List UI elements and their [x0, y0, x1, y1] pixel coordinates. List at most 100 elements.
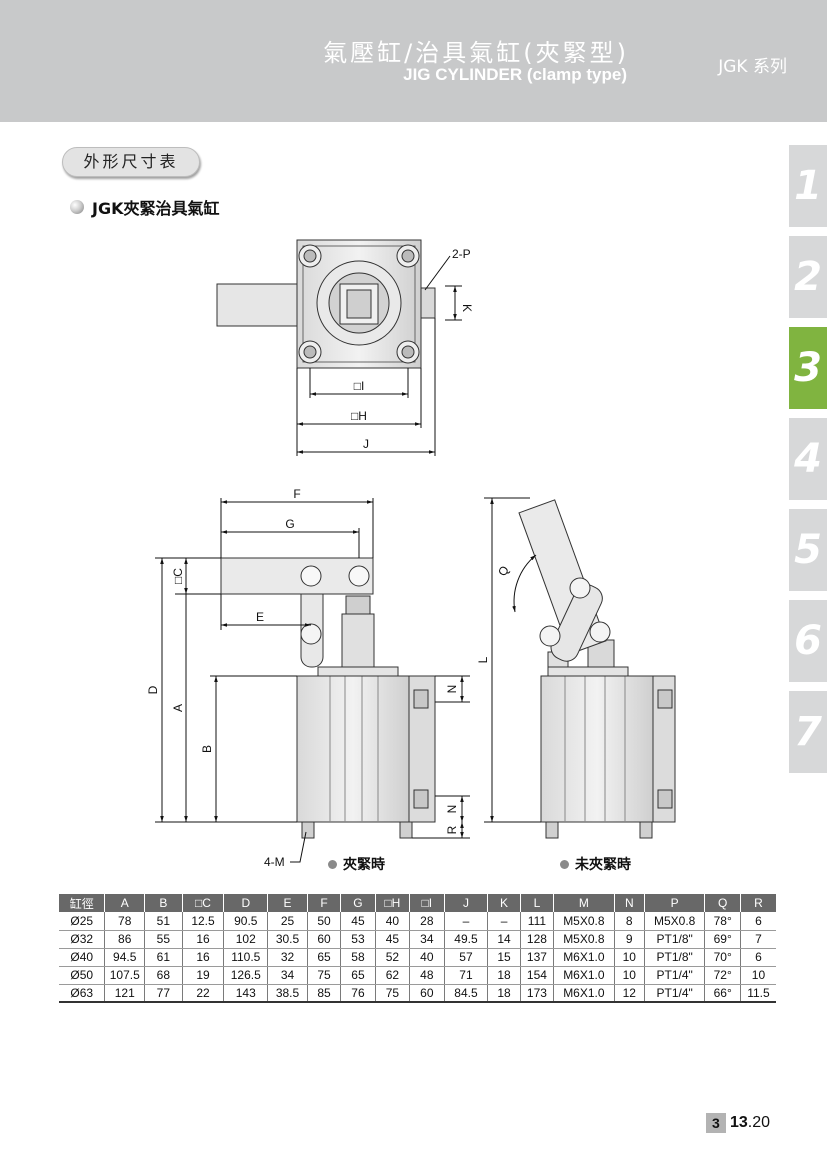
table-cell: PT1/4"	[644, 966, 706, 985]
table-cell: 61	[144, 948, 183, 967]
table-cell: 78	[104, 912, 146, 931]
col-i: □I	[409, 894, 445, 912]
table-cell: 10	[614, 966, 645, 985]
table-cell: PT1/8"	[644, 948, 706, 967]
state-clamped-label: 夾緊時	[328, 854, 385, 874]
table-cell: M5X0.8	[553, 912, 615, 931]
table-cell: Ø40	[59, 948, 106, 967]
bullet-dot-icon	[560, 859, 569, 869]
table-cell: PT1/8"	[644, 930, 706, 949]
table-cell: 40	[409, 948, 445, 967]
table-cell: 19	[182, 966, 225, 985]
chapter-tab-1[interactable]: 1	[789, 145, 827, 227]
chapter-tab-2[interactable]: 2	[789, 236, 827, 318]
table-cell: 84.5	[444, 984, 489, 1003]
chapter-tab-3[interactable]: 3	[789, 327, 827, 409]
col-d: D	[223, 894, 269, 912]
table-cell: 94.5	[104, 948, 146, 967]
label-j: J	[363, 437, 369, 451]
table-cell: 10	[614, 948, 645, 967]
table-cell: 137	[520, 948, 555, 967]
label-f: F	[293, 487, 300, 501]
page-label: 13.20	[729, 1114, 770, 1131]
table-cell: 78°	[704, 912, 741, 931]
table-cell: M6X1.0	[553, 984, 615, 1003]
table-cell: 77	[144, 984, 183, 1003]
col-a: A	[104, 894, 146, 912]
table-cell: 62	[375, 966, 411, 985]
col-l: L	[520, 894, 555, 912]
bullet-icon	[70, 200, 84, 214]
table-cell: 72°	[704, 966, 741, 985]
table-cell: 66°	[704, 984, 741, 1003]
table-cell: 86	[104, 930, 146, 949]
label-g: G	[285, 517, 294, 531]
table-cell: 6	[740, 912, 776, 931]
table-cell: 10	[740, 966, 776, 985]
state-unclamped-label: 未夾緊時	[560, 854, 631, 874]
table-cell: 69°	[704, 930, 741, 949]
table-cell: 55	[144, 930, 183, 949]
table-cell: 38.5	[267, 984, 308, 1003]
col-f: F	[307, 894, 342, 912]
chapter-tab-7[interactable]: 7	[789, 691, 827, 773]
table-cell: 111	[520, 912, 555, 931]
table-cell: 102	[223, 930, 269, 949]
col-r: R	[740, 894, 776, 912]
table-cell: PT1/4"	[644, 984, 706, 1003]
header-title-zh: 氣壓缸/治具氣缸(夾緊型)	[323, 39, 629, 67]
table-cell: 90.5	[223, 912, 269, 931]
table-cell: 12.5	[182, 912, 225, 931]
page-header: 氣壓缸/治具氣缸(夾緊型) JIG CYLINDER (clamp type) …	[0, 0, 827, 122]
table-cell: –	[444, 912, 489, 931]
table-cell: 45	[340, 912, 376, 931]
label-d: D	[146, 685, 160, 694]
table-cell: 68	[144, 966, 183, 985]
label-r: R	[445, 825, 459, 834]
label-k: K	[460, 304, 474, 312]
table-cell: 110.5	[223, 948, 269, 967]
table-cell: 50	[307, 912, 342, 931]
table-cell: M5X0.8	[553, 930, 615, 949]
table-cell: 22	[182, 984, 225, 1003]
table-cell: 32	[267, 948, 308, 967]
front-view-unclamped	[484, 497, 676, 839]
table-cell: 34	[267, 966, 308, 985]
subheading: JGK夾緊治具氣缸	[70, 195, 220, 219]
chapter-tab-5[interactable]: 5	[789, 509, 827, 591]
table-cell: 7	[740, 930, 776, 949]
table-cell: 16	[182, 948, 225, 967]
table-cell: 52	[375, 948, 411, 967]
table-cell: 34	[409, 930, 445, 949]
table-cell: Ø32	[59, 930, 106, 949]
table-cell: 60	[409, 984, 445, 1003]
chapter-tab-6[interactable]: 6	[789, 600, 827, 682]
table-cell: Ø63	[59, 984, 106, 1003]
table-cell: 51	[144, 912, 183, 931]
dimension-drawing: 2-P K □I □H J	[146, 239, 676, 869]
col-n: N	[614, 894, 645, 912]
table-cell: 9	[614, 930, 645, 949]
table-cell: 18	[487, 984, 521, 1003]
table-cell: 45	[375, 930, 411, 949]
label-h: □H	[351, 409, 367, 423]
label-a: A	[171, 704, 185, 712]
label-l: L	[476, 656, 490, 663]
table-cell: 25	[267, 912, 308, 931]
chapter-tab-4[interactable]: 4	[789, 418, 827, 500]
table-cell: 173	[520, 984, 555, 1003]
table-cell: 70°	[704, 948, 741, 967]
col-j: J	[444, 894, 489, 912]
table-cell: 48	[409, 966, 445, 985]
label-m: 4-M	[264, 855, 285, 869]
table-cell: 65	[307, 948, 342, 967]
table-cell: 60	[307, 930, 342, 949]
table-cell: M6X1.0	[553, 948, 615, 967]
label-i: □I	[354, 379, 365, 393]
section-pill: 外形尺寸表	[62, 147, 200, 177]
table-cell: Ø25	[59, 912, 106, 931]
col-p: P	[644, 894, 706, 912]
